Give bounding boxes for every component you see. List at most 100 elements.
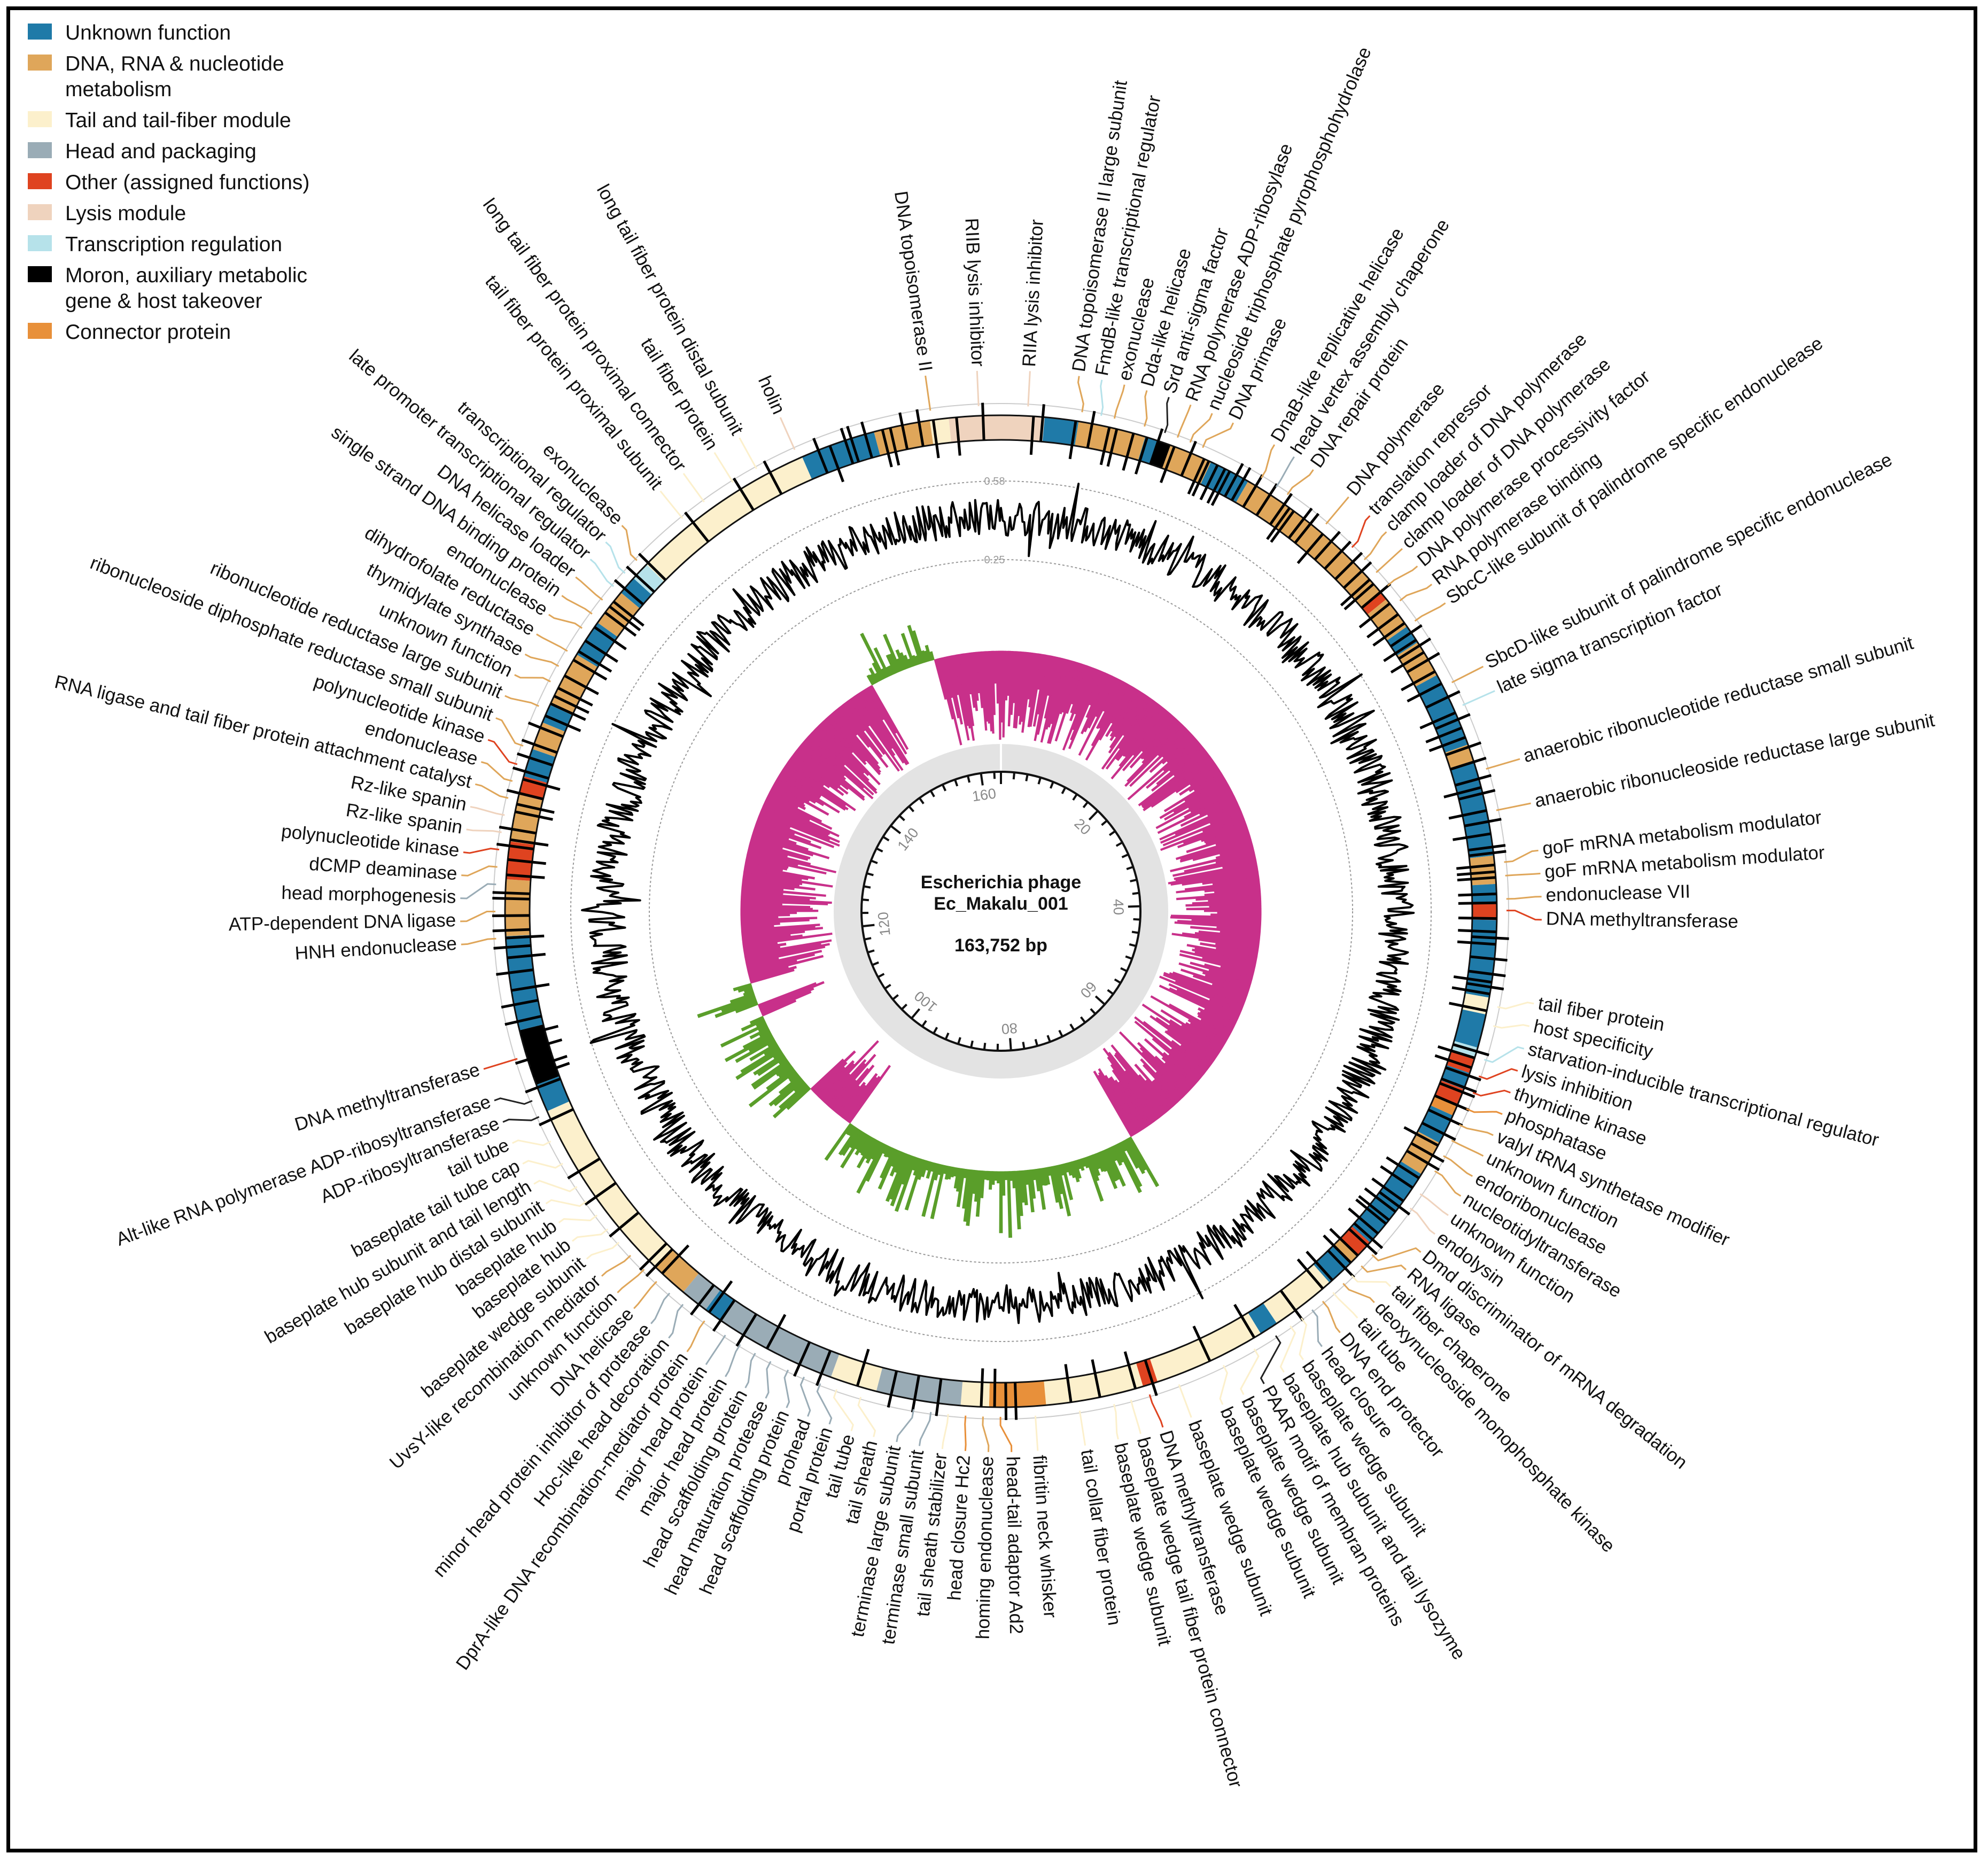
- gene-block-lysis: [1001, 415, 1045, 442]
- gene-boundary: [612, 600, 644, 627]
- scale-minor-tick: [867, 949, 875, 953]
- gene-block-unk: [620, 578, 652, 609]
- label-leader-line: [1219, 1364, 1228, 1405]
- gene-boundary: [1445, 1066, 1481, 1082]
- gene-boundary: [661, 1244, 690, 1275]
- gene-boundary: [1407, 682, 1442, 703]
- gene-boundary: [609, 605, 641, 632]
- scale-minor-tick: [877, 973, 885, 978]
- gene-boundary: [1419, 711, 1456, 730]
- gene-boundary: [735, 1313, 758, 1347]
- gene-boundary: [840, 428, 855, 464]
- label-leader-line: [480, 761, 513, 782]
- gene-boundary: [1434, 1054, 1472, 1069]
- gene-boundary: [1064, 1364, 1073, 1403]
- gene-boundary: [1122, 433, 1135, 471]
- gene-block-other: [1472, 903, 1497, 920]
- gene-block-unk: [1248, 1302, 1277, 1334]
- gene-boundary: [1458, 917, 1497, 920]
- label-leader-line: [572, 1228, 609, 1242]
- scale-major-tick: [911, 1008, 921, 1019]
- legend-swatch: [28, 323, 52, 339]
- label-leader-line: [504, 695, 539, 707]
- gene-boundary: [765, 1314, 787, 1350]
- gene-boundary: [1106, 429, 1119, 467]
- gene-block-unk: [1042, 417, 1079, 446]
- scale-minor-tick: [1107, 989, 1114, 995]
- gene-boundary: [584, 1182, 617, 1206]
- label-leader-line: [1275, 456, 1295, 488]
- scale-tick-label: 40: [1110, 899, 1127, 916]
- gene-boundary: [1453, 1043, 1489, 1057]
- gene-boundary: [572, 658, 608, 681]
- legend-label: Unknown function: [65, 21, 231, 44]
- label-leader-line: [1100, 379, 1104, 416]
- gene-boundary: [846, 425, 860, 462]
- gene-block-dna: [504, 879, 531, 936]
- gene-boundary: [1458, 789, 1496, 801]
- gene-boundary: [521, 739, 558, 754]
- scale-minor-tick: [892, 994, 899, 1001]
- label-leader-line: [1332, 1292, 1358, 1319]
- gene-boundary: [511, 983, 550, 992]
- gene-boundary: [492, 928, 530, 933]
- scale-major-tick: [1009, 1038, 1012, 1051]
- label-leader-line: [1493, 1024, 1530, 1029]
- gene-boundary: [1456, 863, 1495, 870]
- gene-boundary: [1453, 975, 1492, 984]
- gene-block-dna: [532, 722, 565, 757]
- gene-boundary: [564, 674, 599, 695]
- gene-boundary: [1314, 531, 1341, 561]
- gene-boundary: [684, 511, 710, 543]
- scale-minor-tick: [970, 1040, 974, 1048]
- label-leader-line: [1286, 469, 1314, 495]
- gene-boundary: [1287, 507, 1313, 539]
- label-leader-line: [1178, 1384, 1192, 1418]
- legend-label: Moron, auxiliary metabolic gene & host t…: [65, 264, 308, 313]
- gc-axis-max-label: 0.58: [984, 476, 1005, 487]
- label-leader-line: [925, 375, 931, 411]
- label-leader-line: [1486, 758, 1520, 770]
- label-leader-line: [816, 1383, 833, 1425]
- label-leader-line: [1496, 802, 1531, 811]
- label-leader-line: [1130, 1399, 1141, 1434]
- label-leader-line: [494, 1097, 533, 1105]
- gene-block-dna: [1333, 1239, 1357, 1263]
- gene-boundary: [931, 420, 940, 459]
- gene-boundary: [881, 429, 893, 468]
- label-leader-line: [765, 1361, 772, 1399]
- gene-boundary: [550, 702, 586, 721]
- label-leader-line: [575, 576, 603, 601]
- gene-boundary: [1266, 507, 1291, 540]
- label-leader-line: [586, 1242, 620, 1260]
- gene-boundary: [981, 402, 985, 440]
- label-leader-line: [668, 1304, 684, 1339]
- gc-max-circle: [570, 480, 1432, 1342]
- gene-boundary: [1343, 561, 1372, 589]
- gene-boundary: [1401, 670, 1436, 692]
- label-leader-line: [713, 452, 734, 483]
- gene-boundary: [1449, 1002, 1487, 1012]
- gene-boundary: [708, 1280, 733, 1313]
- gene-boundary: [1470, 955, 1508, 962]
- gene-boundary: [1434, 1094, 1470, 1112]
- gene-boundary: [525, 1077, 561, 1094]
- gene-boundary: [1187, 458, 1206, 495]
- legend-swatch: [28, 235, 52, 251]
- gene-boundary: [1383, 639, 1417, 662]
- gene-boundary: [911, 1375, 920, 1413]
- gene-boundary: [1323, 1234, 1352, 1264]
- label-leader-line: [1376, 548, 1403, 573]
- gene-boundary: [1086, 410, 1096, 448]
- gene-boundary: [1437, 1045, 1476, 1059]
- label-leader-line: [1148, 1394, 1164, 1428]
- gene-boundary: [1410, 1142, 1445, 1163]
- gene-boundary: [1099, 427, 1111, 466]
- gene-boundary: [816, 1350, 832, 1386]
- label-leader-line: [999, 1416, 1013, 1452]
- gene-boundary: [1366, 613, 1399, 639]
- scale-minor-tick: [1130, 879, 1137, 882]
- label-leader-line: [682, 472, 705, 503]
- legend-item-unknown: Unknown function: [28, 20, 343, 46]
- label-leader-line: [487, 739, 518, 765]
